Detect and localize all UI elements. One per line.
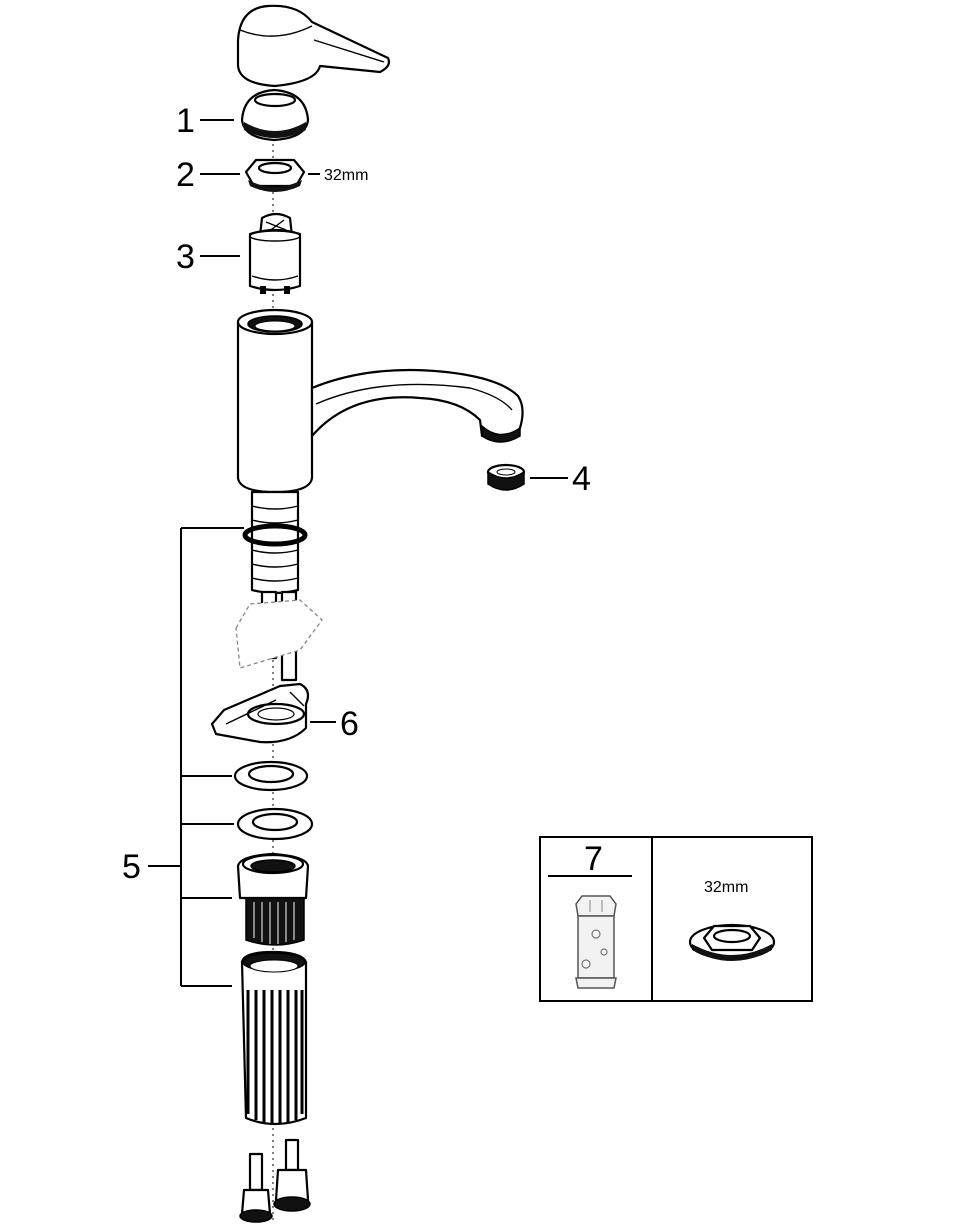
- callout-6: 6: [340, 705, 359, 743]
- part-7-adapter-sleeve: [575, 895, 617, 989]
- hose-connectors: [239, 1138, 311, 1223]
- part-2-hex-nut: [244, 158, 306, 192]
- callout-4: 4: [572, 460, 591, 498]
- callout-5: 5: [122, 848, 141, 886]
- threaded-shank: [242, 490, 308, 595]
- inset-box-7: 7 32mm: [539, 836, 813, 1002]
- bracket-5: [148, 527, 244, 987]
- callout-1: 1: [176, 102, 195, 140]
- mixer-body: [236, 308, 524, 494]
- callout-7: 7: [584, 840, 603, 878]
- lever-handle: [236, 4, 391, 88]
- part-5-washer-lower: [236, 807, 314, 841]
- part-6-fixing-plate: [210, 682, 310, 744]
- part-3-cartridge: [248, 212, 302, 294]
- nut-size-label: 32mm: [324, 167, 368, 184]
- inset-hex-nut: [688, 923, 776, 961]
- callout-3: 3: [176, 238, 195, 276]
- part-5-long-sleeve: [240, 950, 308, 1126]
- callout-2: 2: [176, 156, 195, 194]
- supply-hoses-upper: [235, 590, 323, 682]
- inset-nut-size-label: 32mm: [704, 879, 748, 896]
- part-4-aerator: [486, 463, 526, 491]
- part-1-cover-cap: [240, 88, 310, 142]
- part-5-threaded-nut: [236, 852, 310, 946]
- part-5-washer-upper: [233, 760, 309, 792]
